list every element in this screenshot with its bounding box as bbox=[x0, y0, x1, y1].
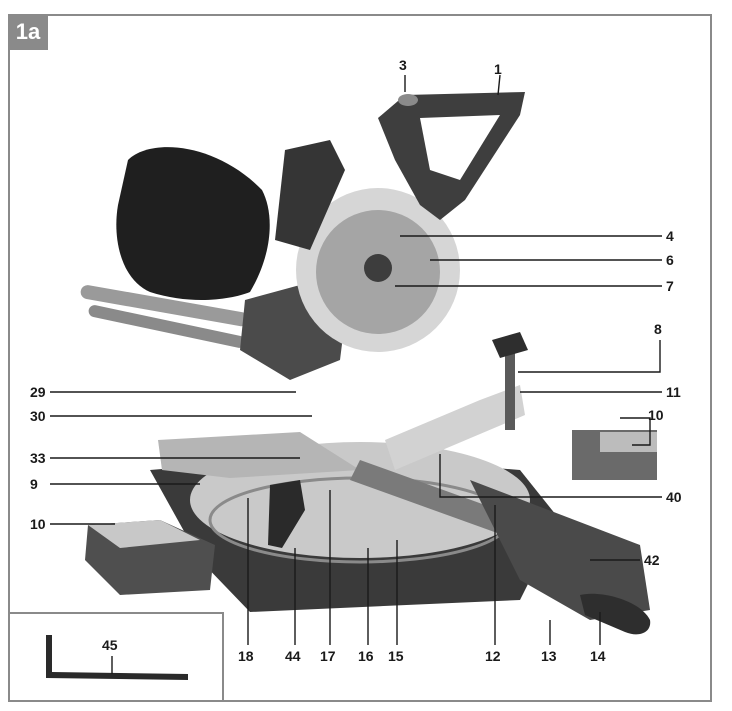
figure-label: 1a bbox=[8, 14, 48, 50]
callout-1: 1 bbox=[494, 61, 502, 77]
front-handle bbox=[580, 593, 651, 635]
callout-3: 3 bbox=[399, 57, 407, 73]
callout-17: 17 bbox=[320, 648, 336, 664]
slide-rail-lower bbox=[88, 305, 246, 348]
hex-key bbox=[46, 635, 188, 680]
callout-40: 40 bbox=[666, 489, 682, 505]
callout-8: 8 bbox=[654, 321, 662, 337]
callout-45: 45 bbox=[102, 637, 118, 653]
clamp-knob bbox=[492, 332, 528, 358]
callout-10-right: 10 bbox=[648, 407, 664, 423]
blade-flange bbox=[364, 254, 392, 282]
callout-18: 18 bbox=[238, 648, 254, 664]
motor-column bbox=[275, 140, 345, 250]
right-fence bbox=[385, 385, 525, 470]
leader-lines bbox=[50, 74, 662, 674]
callout-44: 44 bbox=[285, 648, 301, 664]
dust-bag bbox=[116, 147, 270, 300]
right-extension-top bbox=[600, 432, 657, 452]
callout-42: 42 bbox=[644, 552, 660, 568]
callout-11: 11 bbox=[666, 384, 681, 400]
clamp-post bbox=[505, 345, 515, 430]
callout-9: 9 bbox=[30, 476, 38, 492]
left-extension-top bbox=[88, 520, 200, 548]
callout-13: 13 bbox=[541, 648, 557, 664]
callout-29: 29 bbox=[30, 384, 46, 400]
callout-6: 6 bbox=[666, 252, 674, 268]
callout-16: 16 bbox=[358, 648, 374, 664]
callout-15: 15 bbox=[388, 648, 404, 664]
callout-33: 33 bbox=[30, 450, 46, 466]
left-table bbox=[158, 432, 360, 478]
miter-lock-handle bbox=[268, 480, 305, 548]
handle-opening bbox=[420, 115, 500, 180]
handle-switch bbox=[398, 94, 418, 106]
callout-4: 4 bbox=[666, 228, 674, 244]
accessory-inset bbox=[8, 612, 224, 702]
right-support bbox=[470, 480, 650, 620]
callout-30: 30 bbox=[30, 408, 46, 424]
callout-12: 12 bbox=[485, 648, 501, 664]
figure-frame bbox=[8, 14, 712, 702]
callout-10-left: 10 bbox=[30, 516, 46, 532]
callout-14: 14 bbox=[590, 648, 606, 664]
callout-7: 7 bbox=[666, 278, 674, 294]
slide-rail-upper bbox=[80, 285, 249, 327]
